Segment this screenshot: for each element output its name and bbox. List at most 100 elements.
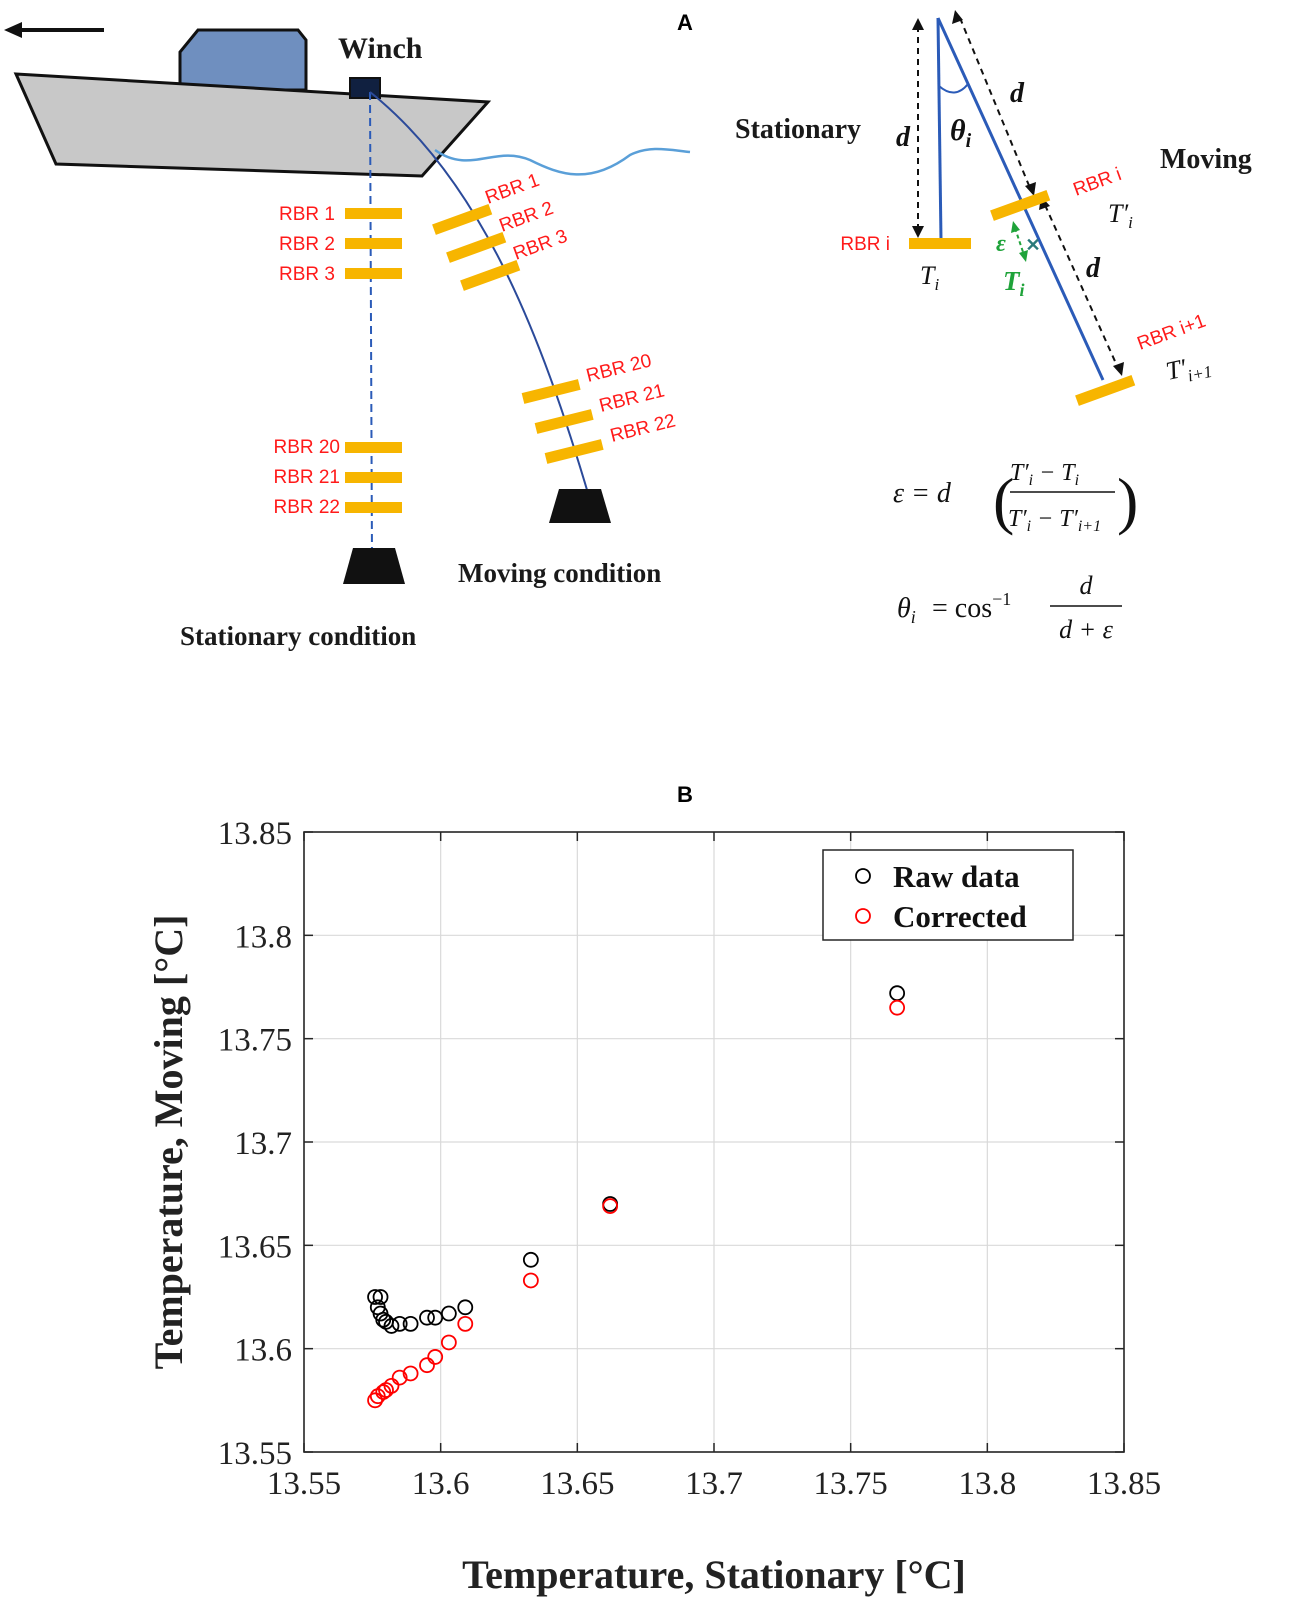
panel-a-label: A bbox=[677, 10, 693, 35]
data-point bbox=[457, 1299, 474, 1316]
data-point bbox=[419, 1309, 435, 1326]
rbr-i-stationary-label: RBR i bbox=[840, 234, 890, 255]
stationary-sensor-label: RBR 3 bbox=[279, 264, 335, 285]
epsilon-label: ε bbox=[996, 231, 1006, 257]
water-surface bbox=[434, 147, 691, 176]
equation-paren-right: ) bbox=[1117, 465, 1138, 536]
boat-hull bbox=[13, 72, 492, 178]
rbr-i-moving-label: RBR i bbox=[1071, 164, 1125, 201]
data-point bbox=[391, 1315, 408, 1332]
equation-theta-den: d + ε bbox=[1059, 615, 1114, 644]
boat-cabin bbox=[178, 28, 308, 92]
stationary-sensor-bar bbox=[345, 472, 402, 483]
winch-label: Winch bbox=[338, 32, 423, 65]
data-point bbox=[457, 1315, 474, 1332]
x-tick-label: 13.7 bbox=[685, 1466, 743, 1502]
moving-condition-label: Moving condition bbox=[458, 558, 661, 588]
schematic-sensor-moving-i1 bbox=[1075, 375, 1136, 406]
t-prime-i1-label: T′i+1 bbox=[1163, 348, 1214, 390]
winch-icon bbox=[349, 77, 381, 99]
stationary-sensor-label: RBR 1 bbox=[279, 204, 335, 225]
equation-paren-left: ( bbox=[993, 465, 1014, 536]
stationary-label: Stationary bbox=[735, 114, 861, 145]
moving-sensor-label: RBR 20 bbox=[584, 350, 654, 386]
t-prime-i-label: T′i bbox=[1108, 199, 1133, 232]
x-tick-label: 13.75 bbox=[814, 1466, 888, 1502]
theta-label: θi bbox=[950, 114, 972, 152]
stationary-sensor-bar bbox=[345, 268, 402, 279]
x-tick-label: 13.8 bbox=[958, 1466, 1016, 1502]
interpolation-point-marker: ✕ bbox=[1025, 235, 1040, 255]
data-point bbox=[391, 1369, 408, 1386]
y-axis-label: Temperature, Moving [°C] bbox=[146, 915, 191, 1370]
x-tick-label: 13.85 bbox=[1087, 1466, 1161, 1502]
data-point bbox=[602, 1198, 619, 1214]
data-point bbox=[383, 1318, 400, 1334]
d-upper-label: d bbox=[1010, 78, 1025, 109]
stationary-line bbox=[936, 17, 943, 241]
data-point bbox=[402, 1365, 419, 1382]
equation-numerator: T′i − Ti bbox=[1010, 460, 1079, 489]
stationary-sensor-bar bbox=[345, 238, 402, 249]
moving-sensor-label: RBR 21 bbox=[597, 380, 667, 416]
y-tick-label: 13.85 bbox=[218, 816, 292, 852]
y-tick-label: 13.8 bbox=[234, 919, 292, 955]
data-point bbox=[367, 1289, 383, 1305]
scatter-chart: 13.55 13.6 13.65 13.7 13.75 13.8 13.85 13.55 13.… bbox=[146, 816, 1161, 1597]
x-tick-label: 13.6 bbox=[412, 1466, 470, 1502]
dimension-d-lower bbox=[1044, 204, 1119, 369]
stationary-sensor-bar bbox=[345, 442, 402, 453]
x-tick-label: 13.55 bbox=[267, 1466, 341, 1502]
equation-epsilon-lhs: ε = d bbox=[893, 478, 952, 509]
t-i-stationary-label: Ti bbox=[920, 261, 939, 294]
stationary-weight-icon bbox=[343, 548, 405, 584]
y-tick-label: 13.6 bbox=[234, 1333, 292, 1369]
data-point bbox=[367, 1392, 383, 1409]
y-tick-label: 13.65 bbox=[218, 1229, 292, 1265]
data-point bbox=[522, 1272, 539, 1289]
data-point bbox=[372, 1289, 389, 1305]
moving-sensor-bar bbox=[460, 260, 521, 291]
moving-sensor-bar bbox=[432, 204, 493, 235]
moving-line bbox=[936, 17, 1105, 381]
panel-b-label: B bbox=[677, 782, 693, 807]
equation-theta-lhs: θi bbox=[897, 593, 916, 627]
data-point bbox=[522, 1251, 539, 1268]
equation-denominator: T′i − T′i+1 bbox=[1008, 506, 1101, 535]
legend-marker bbox=[855, 868, 871, 884]
epsilon-arrow bbox=[1014, 227, 1025, 256]
dimension-d-upper bbox=[959, 17, 1031, 189]
moving-label: Moving bbox=[1160, 144, 1252, 175]
stationary-sensors: RBR 1 RBR 2 RBR 3 RBR 20 RBR 21 RBR 22 bbox=[273, 204, 402, 518]
legend-marker bbox=[855, 908, 871, 924]
stationary-sensor-label: RBR 22 bbox=[273, 497, 340, 518]
panel-a: A Winch RBR 1 RBR 2 RBR 3 bbox=[4, 10, 1252, 651]
equation-theta: θi = cos−1 d d + ε bbox=[897, 571, 1122, 644]
stationary-sensor-label: RBR 21 bbox=[273, 467, 340, 488]
stationary-sensor-bar bbox=[345, 208, 402, 219]
y-tick-label: 13.55 bbox=[218, 1436, 292, 1472]
stationary-sensor-label: RBR 2 bbox=[279, 234, 335, 255]
y-tick-label: 13.7 bbox=[234, 1126, 292, 1162]
moving-sensor-label: RBR 3 bbox=[511, 226, 571, 265]
data-point bbox=[427, 1349, 444, 1365]
data-point bbox=[402, 1315, 419, 1332]
schematic-sensor-stationary bbox=[909, 238, 971, 249]
schematic-sensor-moving-i bbox=[990, 190, 1051, 221]
legend-label: Raw data bbox=[893, 859, 1020, 894]
data-point bbox=[889, 999, 906, 1016]
moving-sensor-bar bbox=[534, 409, 594, 434]
angle-arc bbox=[938, 83, 969, 94]
moving-sensor-bar bbox=[521, 379, 581, 404]
d-lower-label: d bbox=[1086, 253, 1101, 284]
legend-box bbox=[822, 849, 1074, 941]
data-point bbox=[440, 1334, 457, 1351]
legend-label: Corrected bbox=[893, 899, 1027, 934]
moving-sensors: RBR 1 RBR 2 RBR 3 RBR 20 RBR 21 RBR 22 bbox=[432, 170, 678, 464]
tilt-schematic: ✕ Stationary Moving d d d θi RBR i Ti RB… bbox=[735, 10, 1252, 406]
direction-arrow-icon bbox=[4, 22, 104, 38]
stationary-sensor-bar bbox=[345, 502, 402, 513]
data-point bbox=[383, 1377, 400, 1394]
